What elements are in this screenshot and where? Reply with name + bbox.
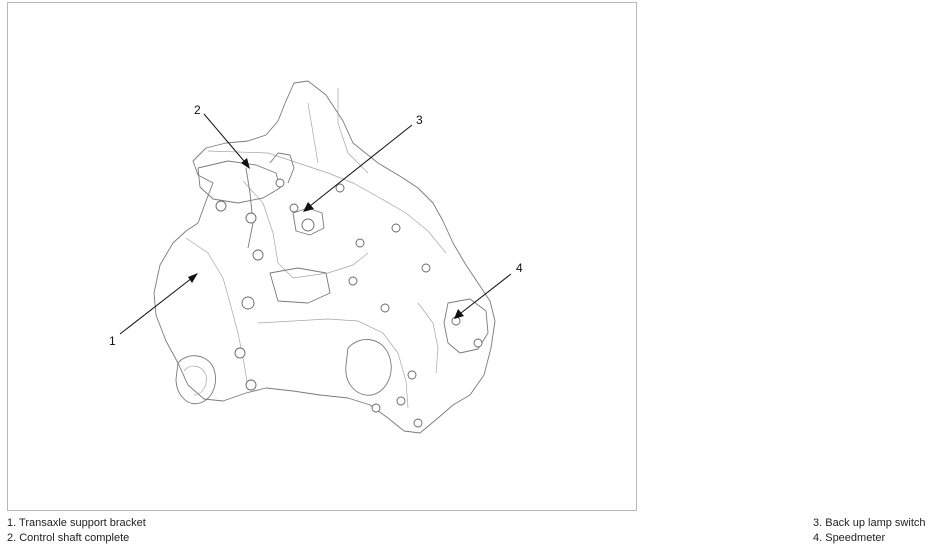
callout-number-4: 4 bbox=[516, 261, 523, 275]
transaxle-diagram: 1 2 3 4 bbox=[109, 80, 523, 434]
callout-number-1: 1 bbox=[109, 334, 116, 348]
callout-number-3: 3 bbox=[416, 113, 423, 127]
legend-item-1: 1. Transaxle support bracket bbox=[7, 517, 146, 529]
leader-line-1 bbox=[119, 273, 198, 335]
legend-item-2: 2. Control shaft complete bbox=[7, 532, 130, 544]
leader-line-4 bbox=[454, 273, 512, 319]
leader-line-3 bbox=[303, 124, 413, 212]
legend-item-4: 4. Speedmeter bbox=[813, 532, 886, 544]
leader-line-2 bbox=[203, 113, 250, 169]
legend-right: 3. Back up lamp switch 4. Speedmeter bbox=[813, 516, 926, 546]
diagram-frame: 1 2 3 4 bbox=[7, 2, 637, 511]
legend-left: 1. Transaxle support bracket 2. Control … bbox=[7, 516, 146, 546]
callout-number-2: 2 bbox=[194, 103, 201, 117]
legend-item-3: 3. Back up lamp switch bbox=[813, 517, 926, 529]
transaxle-illustration bbox=[153, 80, 496, 434]
